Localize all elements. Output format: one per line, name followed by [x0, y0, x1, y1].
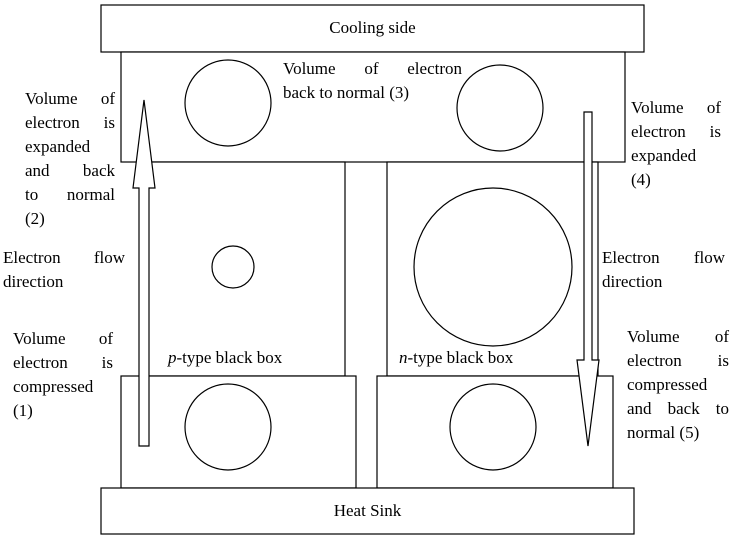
p-type-rest: -type black box — [176, 348, 283, 367]
label-line: (4) — [631, 170, 651, 189]
left-compressed-label: Volume of electron is compressed (1) — [13, 327, 113, 423]
label-line: Volume of — [631, 98, 721, 117]
label-line: direction — [602, 272, 663, 291]
label-line: compressed — [13, 377, 94, 396]
label-line: expanded — [631, 146, 697, 165]
label-line: back to normal (3) — [283, 83, 410, 102]
label-line: Electron flow — [602, 248, 725, 267]
electron-circle-p-compressed — [211, 245, 255, 289]
n-type-box-label: n-type black box — [399, 346, 579, 370]
label-line: Volume of — [25, 89, 115, 108]
p-type-box-label: p-type black box — [168, 346, 348, 370]
label-line: Volume of — [13, 329, 113, 348]
electron-flow-down-arrow — [576, 111, 600, 447]
n-type-rest: -type black box — [407, 348, 514, 367]
label-line: electron is — [631, 122, 721, 141]
heat-sink-plate — [100, 487, 635, 535]
left-flow-label: Electron flow direction — [3, 246, 125, 294]
label-line: Electron flow — [3, 248, 125, 267]
label-line: electron is — [13, 353, 113, 372]
electron-circle-n-expanded — [413, 187, 573, 347]
label-line: expanded — [25, 137, 91, 156]
electron-circle-top-left — [184, 59, 272, 147]
label-line: Volume of — [627, 327, 729, 346]
p-type-italic: p — [168, 348, 177, 367]
label-line: and back — [25, 161, 115, 180]
label-line: (2) — [25, 209, 45, 228]
label-line: electron is — [25, 113, 115, 132]
label-line: compressed — [627, 375, 708, 394]
label-line: electron is — [627, 351, 729, 370]
label-line: normal (5) — [627, 423, 700, 442]
label-line: (1) — [13, 401, 33, 420]
cooling-side-label: Cooling side — [329, 18, 416, 37]
label-line: Volume of electron — [283, 59, 462, 78]
right-flow-label: Electron flow direction — [602, 246, 725, 294]
label-line: to normal — [25, 185, 115, 204]
right-expanded-label: Volume of electron is expanded (4) — [631, 96, 721, 192]
electron-flow-up-arrow — [132, 99, 156, 447]
label-line: direction — [3, 272, 64, 291]
label-line: and back to — [627, 399, 729, 418]
right-compressed-label: Volume of electron is compressed and bac… — [627, 325, 729, 445]
top-note-label: Volume of electron back to normal (3) — [283, 57, 462, 105]
electron-circle-top-right — [456, 64, 544, 152]
cooling-side-plate — [100, 4, 645, 53]
electron-circle-bottom-left — [184, 383, 272, 471]
electron-circle-bottom-right — [449, 383, 537, 471]
heat-sink-label: Heat Sink — [333, 501, 402, 520]
n-type-italic: n — [399, 348, 408, 367]
left-expanded-label: Volume of electron is expanded and back … — [25, 87, 115, 231]
